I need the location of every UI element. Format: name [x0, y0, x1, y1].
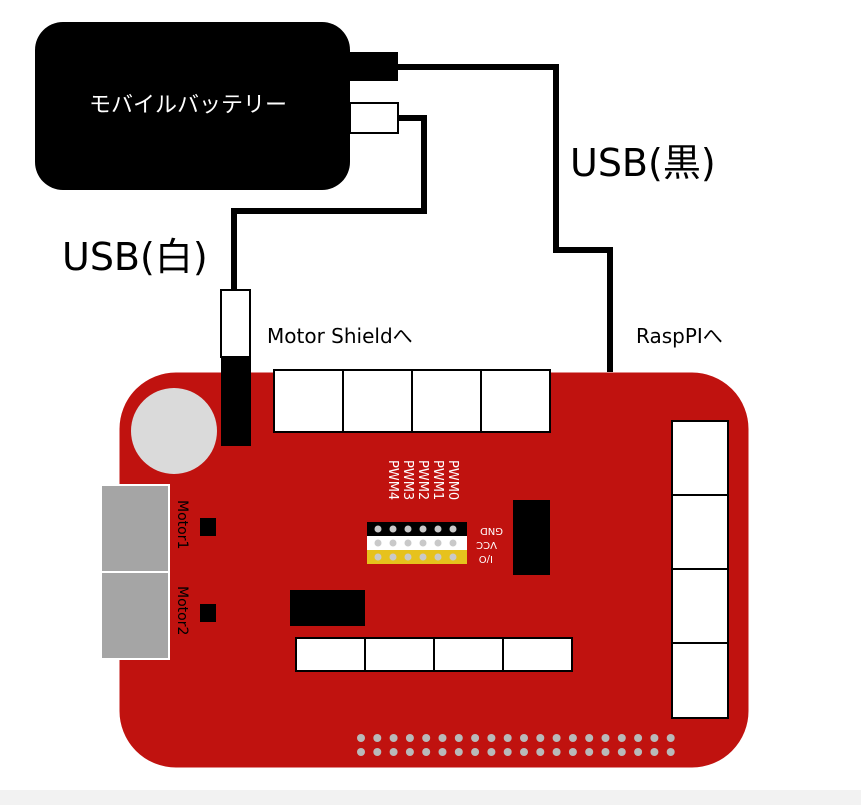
pwm1-label: PWM1	[430, 460, 445, 500]
gpio-pin	[650, 734, 659, 742]
gpio-pin	[357, 748, 365, 756]
gpio-pin	[373, 734, 382, 742]
motor2-label: Motor2	[174, 586, 190, 635]
gpio-pin	[454, 734, 463, 742]
gpio-pin	[357, 734, 365, 742]
motor-terminals	[100, 484, 170, 660]
pwm-labels: PWM0 PWM1 PWM2 PWM3 PWM4	[385, 460, 460, 500]
gpio-pin	[438, 734, 447, 742]
battery-label: モバイルバッテリー	[89, 93, 287, 118]
mobile-battery	[35, 22, 350, 190]
pwm4-label: PWM4	[385, 460, 400, 500]
gpio-pin	[568, 734, 577, 742]
gpio-pin	[617, 734, 626, 742]
gpio-pin	[422, 748, 431, 756]
gpio-pin	[666, 734, 675, 742]
gpio-pin	[471, 734, 480, 742]
gpio-pin	[454, 748, 463, 756]
gpio-pin	[487, 748, 496, 756]
power-labels: GND VCC I/O	[476, 525, 503, 564]
motor2-chip	[200, 604, 216, 622]
ic-chip	[290, 590, 365, 626]
white-cable-label: USB(白)	[62, 235, 208, 279]
gpio-pin	[650, 748, 659, 756]
gpio-pin	[422, 734, 431, 742]
gpio-pin	[536, 734, 545, 742]
gpio-pin	[666, 748, 675, 756]
io-label: I/O	[479, 553, 493, 564]
gpio-pin	[389, 748, 398, 756]
pwm0-label: PWM0	[445, 460, 460, 500]
black-cable-label: USB(黒)	[570, 141, 716, 185]
gpio-pin	[585, 734, 594, 742]
shield-usb-plug-white	[220, 289, 251, 358]
gpio-pin	[487, 734, 496, 742]
gpio-pin-rows	[357, 734, 675, 756]
gpio-pin	[634, 748, 643, 756]
gpio-pin	[405, 748, 414, 756]
gpio-pin	[471, 748, 480, 756]
regulator-chip	[513, 500, 550, 575]
shield-usb-plug-black	[221, 357, 251, 446]
coin-cell	[131, 388, 217, 474]
pwm3-label: PWM3	[400, 460, 415, 500]
right-connector-column	[671, 420, 729, 719]
top-connector-row	[273, 369, 551, 433]
gpio-pin	[536, 748, 545, 756]
raspi-destination-label: RaspPIへ	[636, 324, 723, 348]
gpio-pin	[601, 748, 610, 756]
motor1-label: Motor1	[174, 500, 190, 549]
gpio-pin	[552, 734, 561, 742]
motor1-chip	[200, 518, 216, 536]
gpio-pin	[552, 748, 561, 756]
pwm2-label: PWM2	[415, 460, 430, 500]
gpio-pin	[503, 748, 512, 756]
bottom-band	[0, 790, 861, 805]
gpio-pin	[634, 734, 643, 742]
shield-destination-label: Motor Shieldへ	[267, 324, 413, 348]
gpio-pin	[405, 734, 414, 742]
gpio-pin	[568, 748, 577, 756]
gpio-pin	[438, 748, 447, 756]
white-usb-plug	[349, 102, 399, 134]
black-usb-cable	[398, 64, 613, 372]
vcc-label: VCC	[476, 539, 497, 550]
gpio-pin	[617, 748, 626, 756]
gpio-pin	[520, 734, 528, 742]
gpio-pin	[585, 748, 594, 756]
pwm-pin-header	[367, 522, 467, 564]
gpio-pin	[520, 748, 528, 756]
gpio-pin	[373, 748, 382, 756]
bottom-connector-row	[295, 637, 573, 672]
gpio-pin	[503, 734, 512, 742]
gpio-pin	[389, 734, 398, 742]
gnd-label: GND	[480, 525, 503, 536]
white-usb-cable	[231, 115, 427, 290]
black-usb-plug	[350, 52, 398, 81]
gpio-pin	[601, 734, 610, 742]
